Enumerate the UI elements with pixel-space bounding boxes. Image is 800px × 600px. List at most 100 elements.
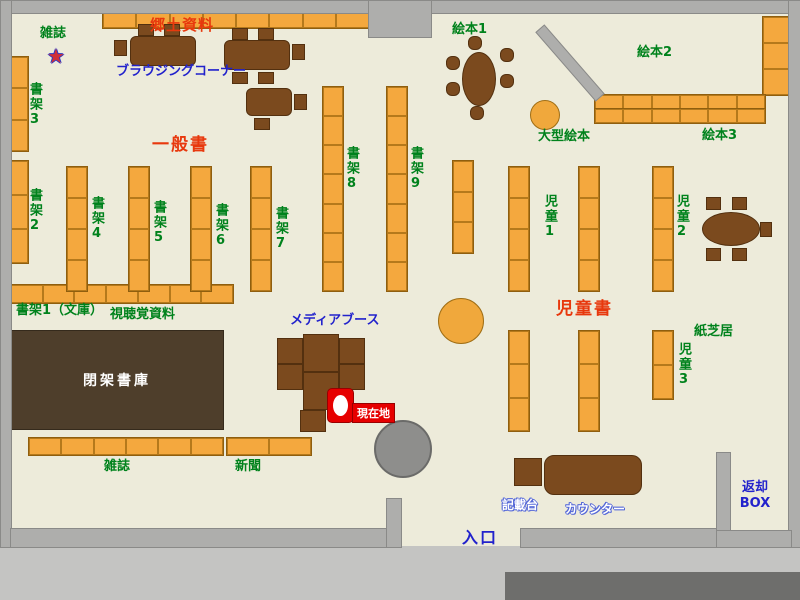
chair <box>164 24 180 36</box>
shelf-cell <box>323 116 343 146</box>
chair <box>500 48 514 62</box>
shelf-cell <box>579 397 599 431</box>
wall-returnbox-side <box>716 452 731 536</box>
shelf-cell <box>579 260 599 291</box>
shelf-shoka6 <box>190 166 212 292</box>
shelf-newspapers <box>226 437 312 456</box>
shelf-cell <box>11 57 28 89</box>
wall-returnbox-bottom <box>716 530 792 548</box>
chair <box>294 94 307 110</box>
shelf-cell <box>679 109 709 123</box>
chair <box>258 72 274 84</box>
shelf-cell <box>509 397 529 431</box>
chair <box>232 72 248 84</box>
chair <box>292 44 305 60</box>
shelf-shoka7 <box>250 166 272 292</box>
media-booth-seat <box>277 338 303 364</box>
browsing-table-3 <box>246 88 292 116</box>
shelf-cell <box>190 438 223 455</box>
shelf-cell <box>708 109 737 123</box>
label-shelf-3: 書架3 <box>27 82 42 129</box>
label-magazines-top: 雑誌 <box>40 26 67 41</box>
shelf-cell <box>61 438 94 455</box>
shelf-cell <box>251 167 271 198</box>
shelf-cell <box>651 109 680 123</box>
current-location-badge: 現在地 <box>352 403 395 423</box>
wall-left <box>0 0 12 548</box>
label-magazines-bottom: 雑誌 <box>104 459 131 474</box>
chair <box>470 106 484 120</box>
chair <box>114 40 127 56</box>
shelf-cell <box>323 145 343 175</box>
label-shelf-6: 書架6 <box>213 203 228 250</box>
shelf-cell <box>11 229 28 263</box>
shelf-cell <box>595 109 624 123</box>
shelf-cell <box>129 229 149 260</box>
chair <box>232 28 248 40</box>
shelf-middle <box>452 160 474 254</box>
shelf-cell <box>67 260 87 291</box>
media-booth-seat <box>300 410 326 432</box>
chair <box>446 82 460 96</box>
shelf-cell <box>236 13 270 28</box>
large-picture-book-table <box>530 100 560 130</box>
shelf-cell <box>579 198 599 229</box>
shelf-picture-books-2 <box>762 16 790 96</box>
chair <box>760 222 772 237</box>
label-shelf-5: 書架5 <box>151 200 166 247</box>
shelf-cell <box>191 198 211 229</box>
current-location-seat <box>333 395 348 416</box>
label-return-box-line2: BOX <box>739 496 771 512</box>
shelf-cell <box>509 331 529 365</box>
shelf-shoka9 <box>386 86 408 292</box>
label-return-box: 返却 BOX <box>730 480 780 513</box>
media-booth-seat <box>339 364 365 390</box>
shelf-cell <box>227 438 269 455</box>
label-children-1: 児童1 <box>542 194 557 241</box>
label-shelf-7: 書架7 <box>273 206 288 253</box>
chair <box>500 74 514 88</box>
shelf-local-materials <box>102 12 370 29</box>
shelf-cell <box>191 167 211 198</box>
shelf-cell <box>302 13 336 28</box>
shelf-cell <box>129 167 149 198</box>
shelf-cell <box>453 222 473 254</box>
label-general-books: 一般書 <box>152 135 209 155</box>
label-counter: カウンター <box>565 502 626 516</box>
label-picture-books-2: 絵本2 <box>637 45 673 60</box>
label-picture-books-1: 絵本1 <box>452 22 488 37</box>
shelf-cell <box>251 260 271 291</box>
label-audio-visual: 視聴覚資料 <box>110 307 176 322</box>
shelf-cell <box>653 365 673 399</box>
shelf-cell <box>387 116 407 146</box>
shelf-shoka8 <box>322 86 344 292</box>
shelf-cell <box>653 331 673 365</box>
shelf-cell <box>509 229 529 260</box>
shelf-cell <box>335 13 369 28</box>
round-table-center <box>438 298 484 344</box>
media-booth-seat <box>339 338 365 364</box>
shelf-cell <box>453 161 473 192</box>
label-shelf-8: 書架8 <box>344 146 359 193</box>
shelf-children2 <box>652 166 674 292</box>
shelf-cell <box>29 438 62 455</box>
shelf-cell <box>509 260 529 291</box>
shelf-cell <box>509 198 529 229</box>
shelf-cell <box>763 43 789 69</box>
shelf-cell <box>763 69 789 95</box>
chair <box>732 197 747 210</box>
shelf-cell <box>67 229 87 260</box>
label-newspapers: 新聞 <box>235 459 262 474</box>
shelf-children3 <box>652 330 674 400</box>
label-shelf-9: 書架9 <box>408 146 423 193</box>
label-picture-story: 紙芝居 <box>694 324 734 339</box>
children-oval-table <box>702 212 760 246</box>
shelf-cell <box>251 198 271 229</box>
shelf-cell <box>129 260 149 291</box>
shelf-cell <box>323 87 343 117</box>
shelf-cell <box>509 167 529 198</box>
shelf-cell <box>323 261 343 291</box>
writing-desk <box>514 458 542 486</box>
shelf-cell <box>191 260 211 291</box>
shelf-cell <box>323 232 343 262</box>
